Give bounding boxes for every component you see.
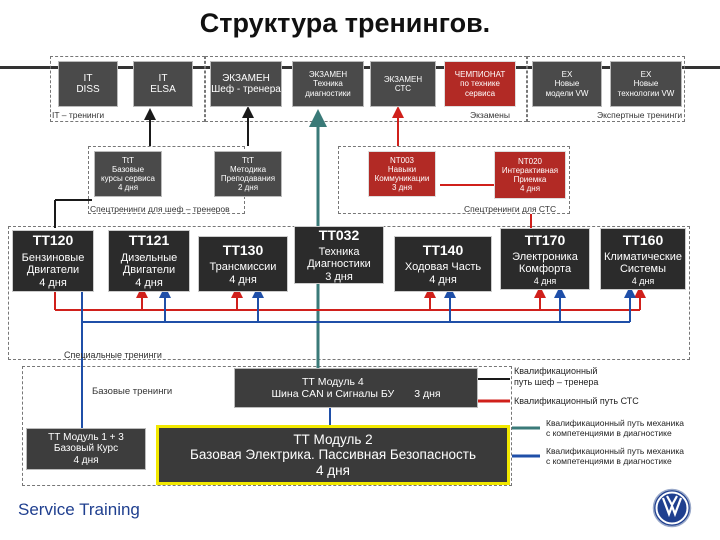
tt-days: 4 дня bbox=[39, 276, 67, 289]
label-exams: Экзамены bbox=[470, 110, 510, 120]
label-chef-special: Спецтренинги для шеф – тренеров bbox=[90, 204, 230, 214]
box-exam-chef: ЭКЗАМЕН Шеф - тренера bbox=[210, 61, 282, 107]
tt-days: 4 дня bbox=[631, 276, 655, 287]
box-ex-models: EX Новые модели VW bbox=[532, 61, 602, 107]
tt-days: 4 дня bbox=[533, 276, 557, 287]
box-ttt-method: TtT Методика Преподавания 2 дня bbox=[214, 151, 282, 197]
page-title: Структура тренингов. bbox=[199, 8, 491, 38]
tt-code: TT032 bbox=[318, 226, 360, 243]
module-4-days: 3 дня bbox=[414, 387, 441, 400]
box-it-diss: IT DISS bbox=[58, 61, 118, 107]
module-4-subtitle: Шина CAN и Сигналы БУ bbox=[271, 388, 395, 400]
tt-desc: Климатические Системы bbox=[603, 250, 682, 276]
label-it-trainings: IT – тренинги bbox=[52, 110, 105, 120]
box-module-4: ТТ Модуль 4 Шина CAN и Сигналы БУ 3 дня bbox=[234, 368, 478, 408]
tt-code: TT120 bbox=[32, 232, 74, 249]
tt-days: 4 дня bbox=[135, 276, 163, 289]
group-base bbox=[22, 366, 512, 486]
box-exam-ctc: ЭКЗАМЕН СТС bbox=[370, 61, 436, 107]
tt-box-160: TT160 Климатические Системы 4 дня bbox=[600, 228, 686, 290]
label-expert: Экспертные тренинги bbox=[597, 110, 683, 120]
box-it-elsa: IT ELSA bbox=[133, 61, 193, 107]
group-exams bbox=[205, 56, 527, 122]
tt-desc: Электроника Комфорта bbox=[512, 250, 578, 276]
box-ex-tech: EX Новые технологии VW bbox=[610, 61, 682, 107]
tt-box-140: TT140 Ходовая Часть 4 дня bbox=[394, 236, 492, 292]
legend-ctc: Квалификационный путь СТС bbox=[514, 396, 639, 406]
legend-chef: Квалификационный путь шеф – тренера bbox=[514, 366, 599, 387]
box-nt003: NT003 Навыки Коммуникации 3 дня bbox=[368, 151, 436, 197]
module-4-text: ТТ Модуль 4 Шина CAN и Сигналы БУ bbox=[271, 376, 394, 400]
tt-box-170: TT170 Электроника Комфорта 4 дня bbox=[500, 228, 590, 290]
box-nt020: NT020 Интерактивная Приемка 4 дня bbox=[494, 151, 566, 199]
tt-code: TT121 bbox=[128, 232, 170, 249]
tt-desc: Бензиновые Двигатели bbox=[21, 251, 85, 277]
tt-desc: Дизельные Двигатели bbox=[120, 251, 178, 277]
module-4-title: ТТ Модуль 4 bbox=[301, 375, 364, 388]
tt-desc: Техника Диагностики bbox=[307, 245, 371, 271]
box-championship: ЧЕМПИОНАТ по технике сервиса bbox=[444, 61, 516, 107]
tt-code: TT140 bbox=[422, 241, 464, 258]
tt-code: TT130 bbox=[222, 241, 264, 258]
tt-days: 3 дня bbox=[325, 270, 353, 283]
tt-box-121: TT121 Дизельные Двигатели 4 дня bbox=[108, 230, 190, 292]
tt-box-120: TT120 Бензиновые Двигатели 4 дня bbox=[12, 230, 94, 292]
box-module-1-3: ТТ Модуль 1 + 3 Базовый Курс 4 дня bbox=[26, 428, 146, 470]
label-special: Специальные тренинги bbox=[64, 350, 162, 360]
label-base: Базовые тренинги bbox=[92, 386, 173, 397]
label-ctc-special: Спецтренинги для СТС bbox=[464, 204, 557, 214]
tt-days: 4 дня bbox=[229, 273, 257, 286]
vw-logo-icon bbox=[652, 488, 692, 528]
group-ctc-special bbox=[338, 146, 570, 214]
box-ttt-base: TtT Базовые курсы сервиса 4 дня bbox=[94, 151, 162, 197]
tt-days: 4 дня bbox=[429, 273, 457, 286]
box-exam-diag: ЭКЗАМЕН Техника диагностики bbox=[292, 61, 364, 107]
group-expert bbox=[527, 56, 685, 122]
legend-mech-teal: Квалификационный путь механика с компете… bbox=[546, 418, 685, 439]
footer-service-training: Service Training bbox=[18, 500, 140, 519]
legend-mech-blue: Квалификационный путь механика с компете… bbox=[546, 446, 685, 467]
tt-desc: Трансмиссии bbox=[209, 260, 277, 273]
box-module-2: ТТ Модуль 2 Базовая Электрика. Пассивная… bbox=[156, 425, 510, 485]
group-it-trainings bbox=[50, 56, 205, 122]
tt-code: TT170 bbox=[524, 231, 566, 248]
tt-code: TT160 bbox=[622, 231, 664, 248]
tt-box-032: TT032 Техника Диагностики 3 дня bbox=[294, 226, 384, 284]
tt-desc: Ходовая Часть bbox=[404, 260, 482, 273]
tt-box-130: TT130 Трансмиссии 4 дня bbox=[198, 236, 288, 292]
